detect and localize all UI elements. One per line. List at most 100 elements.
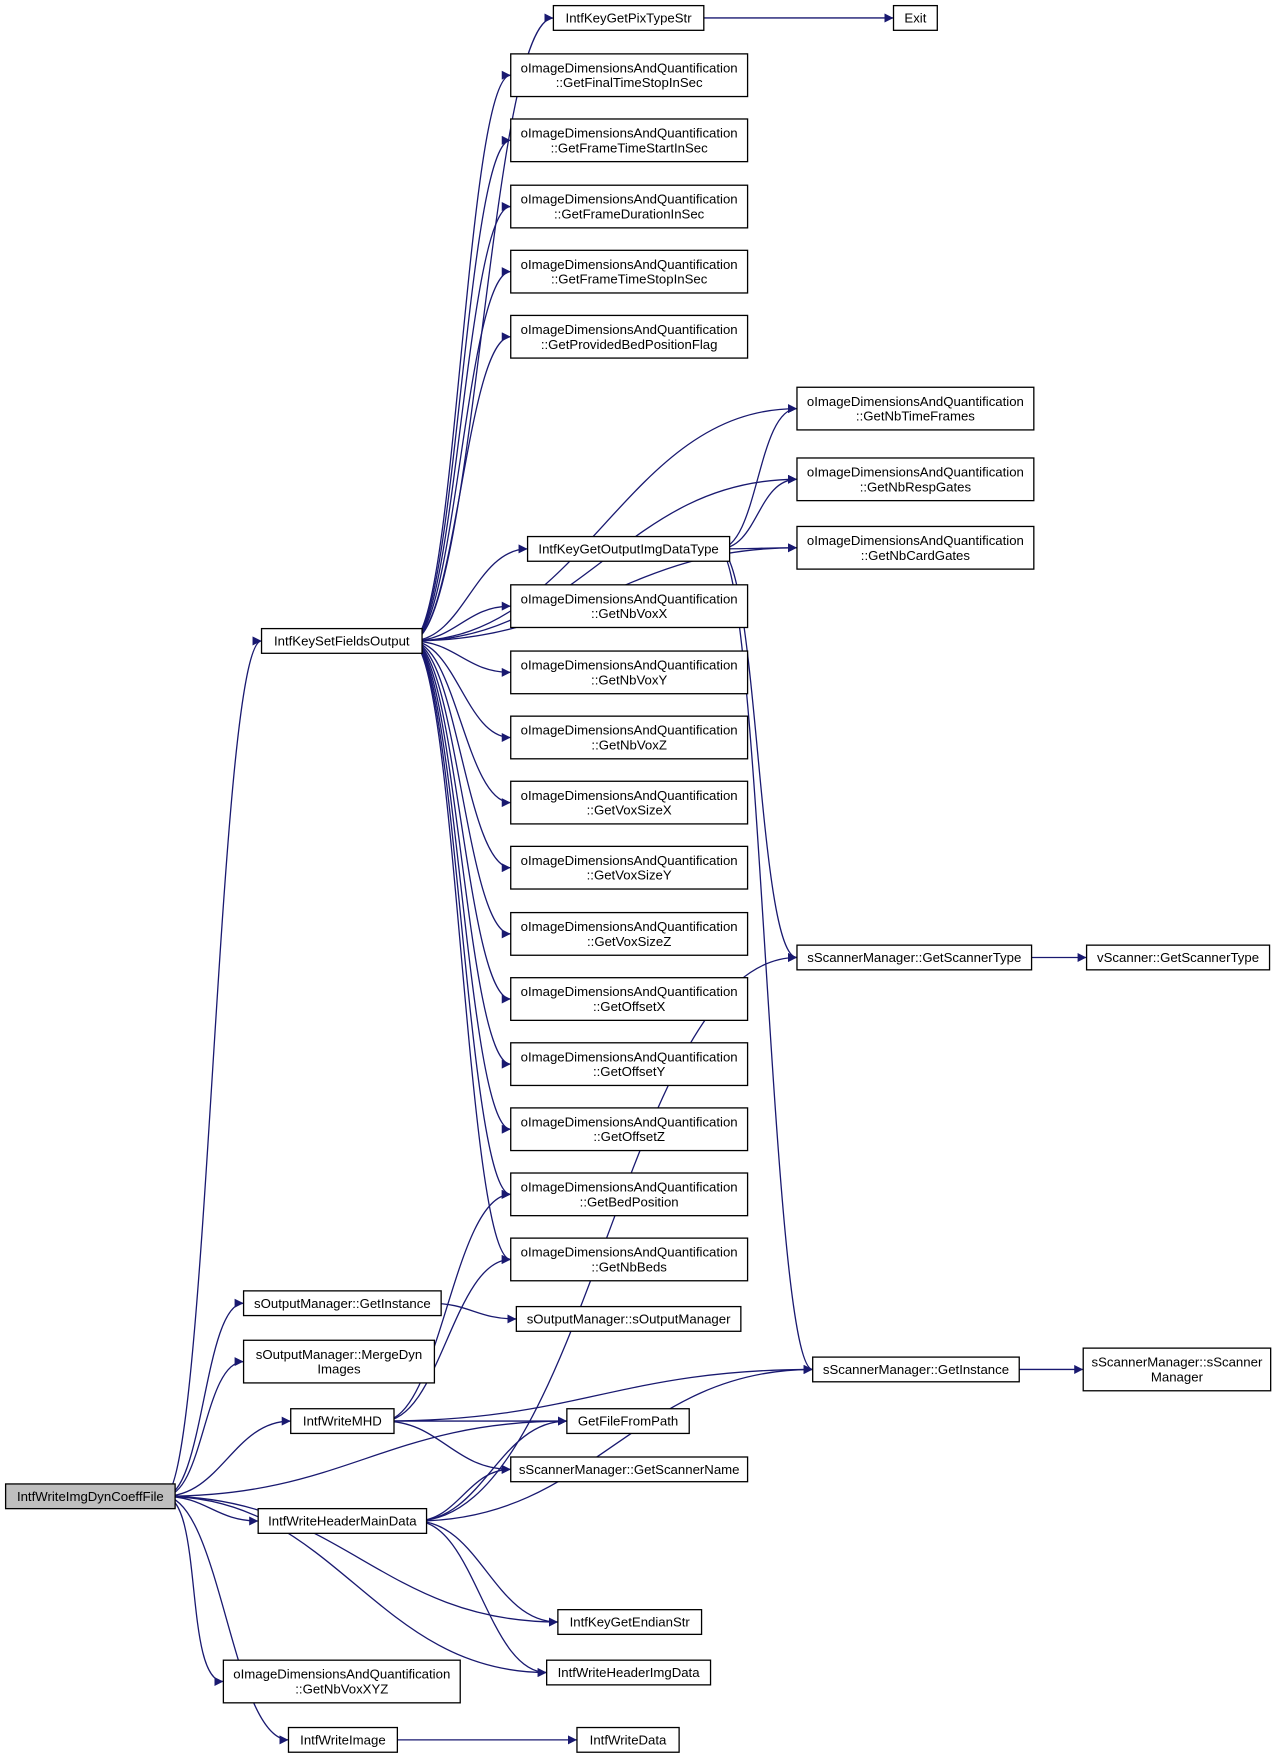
node-vscannertype[interactable]: vScanner::GetScannerType: [1085, 944, 1271, 971]
edge-headermain-to-headerimg: [415, 1520, 547, 1678]
node-label: oImageDimensionsAndQuantification: [521, 919, 738, 934]
node-nbtimeframes[interactable]: oImageDimensionsAndQuantification::GetNb…: [796, 386, 1035, 431]
node-box: [510, 715, 749, 760]
node-nbrespgates[interactable]: oImageDimensionsAndQuantification::GetNb…: [796, 457, 1035, 502]
node-nbvoxz[interactable]: oImageDimensionsAndQuantification::GetNb…: [510, 715, 749, 760]
edge-writemhd-to-scangetinstance: [382, 1364, 813, 1422]
node-box: [260, 627, 423, 654]
node-label: IntfKeyGetOutputImgDataType: [538, 542, 718, 557]
node-scanctor[interactable]: sScannerManager::sScannerManager: [1082, 1347, 1272, 1392]
node-box: [812, 1356, 1020, 1383]
node-box: [576, 1726, 680, 1753]
node-pixtype[interactable]: IntfKeyGetPixTypeStr: [552, 4, 705, 31]
edge-writemhd-to-nbbeds: [382, 1254, 511, 1422]
node-nbcardgates[interactable]: oImageDimensionsAndQuantification::GetNb…: [796, 525, 1035, 570]
edge-setfields-to-voxsizey: [410, 640, 511, 873]
node-writeimage[interactable]: IntfWriteImage: [287, 1726, 399, 1753]
node-label: vScanner::GetScannerType: [1097, 950, 1259, 965]
node-box: [546, 1659, 712, 1686]
node-label: ::GetOffsetZ: [593, 1129, 665, 1144]
node-headermain[interactable]: IntfWriteHeaderMainData: [257, 1507, 428, 1534]
node-box: [510, 314, 749, 359]
node-endianstr[interactable]: IntfKeyGetEndianStr: [557, 1609, 703, 1636]
node-frametimestop[interactable]: oImageDimensionsAndQuantification::GetFr…: [510, 249, 749, 294]
edge-setfields-to-nbvoxz: [410, 640, 511, 742]
node-getfilefrompath[interactable]: GetFileFromPath: [566, 1408, 690, 1435]
node-label: ::GetNbTimeFrames: [856, 409, 975, 424]
node-scannername[interactable]: sScannerManager::GetScannerName: [510, 1456, 749, 1483]
node-exit[interactable]: Exit: [892, 4, 938, 31]
node-frametimestart[interactable]: oImageDimensionsAndQuantification::GetFr…: [510, 118, 749, 163]
node-bedflag[interactable]: oImageDimensionsAndQuantification::GetPr…: [510, 314, 749, 359]
node-label: oImageDimensionsAndQuantification: [807, 394, 1024, 409]
node-writedata[interactable]: IntfWriteData: [576, 1726, 680, 1753]
node-box: [510, 1042, 749, 1087]
node-label: ::GetBedPosition: [580, 1194, 679, 1209]
node-nbvoxy[interactable]: oImageDimensionsAndQuantification::GetNb…: [510, 650, 749, 695]
node-offsetz[interactable]: oImageDimensionsAndQuantification::GetOf…: [510, 1107, 749, 1152]
node-voxsizex[interactable]: oImageDimensionsAndQuantification::GetVo…: [510, 780, 749, 825]
node-headerimg[interactable]: IntfWriteHeaderImgData: [546, 1659, 712, 1686]
node-label: oImageDimensionsAndQuantification: [521, 192, 738, 207]
edge-setfields-to-frameduration: [410, 202, 511, 642]
node-outgetinstance[interactable]: sOutputManager::GetInstance: [242, 1290, 442, 1317]
node-nbvoxxyz[interactable]: oImageDimensionsAndQuantification::GetNb…: [222, 1659, 461, 1704]
node-box: [510, 650, 749, 695]
edge-root-to-setfields: [163, 636, 262, 1497]
node-label: Exit: [904, 11, 926, 26]
edge-headermain-to-endianstr: [415, 1520, 558, 1627]
edge-setfields-to-offsety: [410, 640, 511, 1069]
edge-root-to-mergedyn: [163, 1357, 244, 1497]
node-label: sScannerManager::GetInstance: [823, 1362, 1009, 1377]
node-box: [257, 1507, 428, 1534]
node-box: [510, 584, 749, 629]
node-setfields[interactable]: IntfKeySetFieldsOutput: [260, 627, 423, 654]
node-label: ::GetVoxSizeY: [587, 868, 672, 883]
node-box: [510, 911, 749, 956]
edge-setfields-to-finaltimestop: [410, 70, 511, 642]
node-label: GetFileFromPath: [578, 1414, 678, 1429]
node-root[interactable]: IntfWriteImgDynCoeffFile: [4, 1483, 176, 1510]
node-label: ::GetFinalTimeStopInSec: [556, 75, 703, 90]
node-nbvoxx[interactable]: oImageDimensionsAndQuantification::GetNb…: [510, 584, 749, 629]
edge-writemhd-to-bedposition: [382, 1189, 511, 1422]
node-label: ::GetNbCardGates: [861, 548, 971, 563]
node-writemhd[interactable]: IntfWriteMHD: [290, 1408, 395, 1435]
node-scangetinstance[interactable]: sScannerManager::GetInstance: [812, 1356, 1020, 1383]
edge-outgetinstance-to-outctor: [429, 1302, 517, 1324]
node-label: oImageDimensionsAndQuantification: [521, 723, 738, 738]
node-offsetx[interactable]: oImageDimensionsAndQuantification::GetOf…: [510, 977, 749, 1022]
node-label: sScannerManager::sScanner: [1092, 1355, 1263, 1370]
node-offsety[interactable]: oImageDimensionsAndQuantification::GetOf…: [510, 1042, 749, 1087]
node-label: ::GetOffsetX: [593, 999, 666, 1014]
node-label: oImageDimensionsAndQuantification: [521, 1049, 738, 1064]
node-scannertype[interactable]: sScannerManager::GetScannerType: [796, 944, 1033, 971]
node-box: [1082, 1347, 1272, 1392]
edge-root-to-endianstr: [163, 1495, 558, 1627]
node-label: oImageDimensionsAndQuantification: [521, 60, 738, 75]
node-label: sOutputManager::GetInstance: [254, 1296, 431, 1311]
node-box: [222, 1659, 461, 1704]
edge-setfields-to-offsetz: [410, 640, 511, 1134]
node-box: [796, 944, 1033, 971]
node-voxsizey[interactable]: oImageDimensionsAndQuantification::GetVo…: [510, 845, 749, 890]
edge-outputimgdatatype-to-scannertype: [718, 548, 798, 962]
node-label: IntfKeyGetPixTypeStr: [566, 11, 693, 26]
node-frameduration[interactable]: oImageDimensionsAndQuantification::GetFr…: [510, 184, 749, 229]
node-finaltimestop[interactable]: oImageDimensionsAndQuantification::GetFi…: [510, 53, 749, 98]
node-box: [4, 1483, 176, 1510]
node-label: ::GetVoxSizeZ: [587, 934, 671, 949]
node-label: oImageDimensionsAndQuantification: [233, 1667, 450, 1682]
node-box: [510, 780, 749, 825]
node-outctor[interactable]: sOutputManager::sOutputManager: [515, 1305, 742, 1332]
node-nbbeds[interactable]: oImageDimensionsAndQuantification::GetNb…: [510, 1237, 749, 1282]
node-label: oImageDimensionsAndQuantification: [521, 788, 738, 803]
node-box: [796, 386, 1035, 431]
node-bedposition[interactable]: oImageDimensionsAndQuantification::GetBe…: [510, 1172, 749, 1217]
node-label: oImageDimensionsAndQuantification: [521, 984, 738, 999]
node-label: oImageDimensionsAndQuantification: [521, 322, 738, 337]
node-outputimgdatatype[interactable]: IntfKeyGetOutputImgDataType: [526, 535, 731, 562]
node-voxsizez[interactable]: oImageDimensionsAndQuantification::GetVo…: [510, 911, 749, 956]
